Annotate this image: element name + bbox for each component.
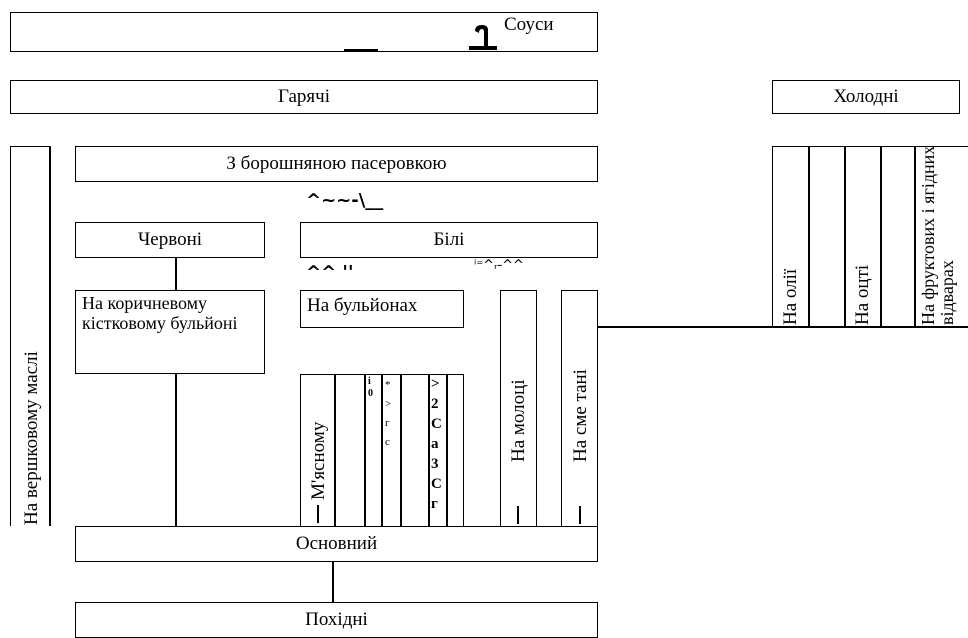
scan-noise-1: ^~~-\__ xyxy=(306,190,384,211)
butter-sauce-column xyxy=(10,146,50,526)
brown-bone-broth-box: На коричневому кістковому бульйоні xyxy=(75,290,265,374)
broth-divider-6 xyxy=(446,374,448,528)
hat-icon xyxy=(466,24,500,52)
fruit-sauce-text: На фруктових і ягідних відварах xyxy=(918,145,957,325)
red-to-brown-line xyxy=(175,258,177,290)
oil-sauce-label: На олії xyxy=(780,268,801,325)
sauces-root-box xyxy=(10,12,598,52)
cold-columns-box xyxy=(772,146,968,327)
broth-divider-1 xyxy=(334,374,336,528)
scan-noise-col2: * > г с xyxy=(385,379,392,448)
derived-sauce-box: Похідні xyxy=(75,602,598,638)
broth-divider-2 xyxy=(364,374,366,528)
fruit-sauce-label: На фруктових і ягідних відварах xyxy=(918,145,957,325)
scan-noise-2: ^^ '' xyxy=(306,262,354,283)
hot-sauces-box: Гарячі xyxy=(10,80,598,114)
cold-divider-1 xyxy=(808,146,810,327)
red-sauces-box: Червоні xyxy=(75,222,265,258)
cream-dash xyxy=(579,506,581,524)
broth-divider-4 xyxy=(400,374,402,528)
milk-dash xyxy=(517,506,519,524)
scan-noise-col1: i 0 xyxy=(368,376,373,399)
basic-sauce-box: Основний xyxy=(75,526,598,562)
cold-divider-2 xyxy=(844,146,846,327)
meat-broth-label: М'ясному xyxy=(308,421,329,500)
scan-noise-3: ⁱ⁼^ᵣ-^^ xyxy=(474,258,524,273)
meat-dash xyxy=(317,505,319,523)
flour-roux-box: З борошняною пасеровкою xyxy=(75,146,598,182)
white-sauces-box: Білі xyxy=(300,222,598,258)
butter-inner-line xyxy=(49,146,51,526)
vinegar-sauce-label: На оцті xyxy=(852,264,873,325)
broth-divider-3 xyxy=(381,374,383,528)
brown-down-line xyxy=(175,374,177,528)
scan-noise-col3: > 2 С а 3 С г xyxy=(431,376,442,512)
cold-sauces-box: Холодні xyxy=(772,80,960,114)
on-broths-box: На бульйонах xyxy=(300,290,464,328)
cold-divider-3 xyxy=(880,146,882,327)
brown-bone-broth-label: На коричневому кістковому бульйоні xyxy=(82,293,238,333)
milk-sauce-column xyxy=(500,290,537,528)
sour-cream-column xyxy=(561,290,598,528)
broth-divider-5 xyxy=(428,374,430,528)
cold-divider-4 xyxy=(914,146,916,327)
sour-cream-label: На сме тані xyxy=(570,369,591,462)
milk-sauce-label: На молоці xyxy=(508,379,529,462)
butter-sauce-label: На вершковому маслі xyxy=(21,351,42,525)
basic-to-derived-line xyxy=(332,562,334,602)
top-box-underline xyxy=(344,49,378,51)
sauces-title: Соуси xyxy=(504,14,554,35)
